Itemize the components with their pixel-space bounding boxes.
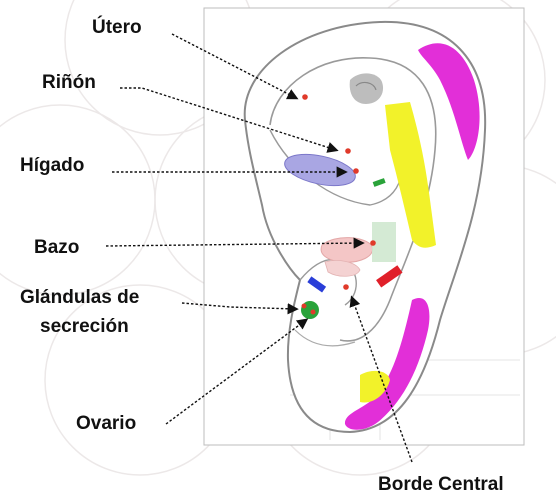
lobe-outline (294, 329, 356, 347)
acupoint-borde-central (343, 284, 349, 290)
green-dash-marker (372, 178, 386, 187)
acupoint-dots (301, 94, 376, 315)
label-higado: Hígado (20, 155, 85, 176)
pink-region-lower (324, 260, 361, 277)
antihelix-outline (269, 57, 437, 342)
acupoint-ovario (310, 309, 316, 315)
label-glandulas-line1: Glándulas de (20, 287, 140, 308)
acupoint-rinon (345, 148, 351, 154)
arrow-glandulas (181, 302, 299, 315)
acupoint-glandulas (301, 303, 307, 309)
leader-lines (105, 33, 413, 463)
gray-organ-icon (349, 73, 384, 104)
label-utero: Útero (92, 17, 142, 38)
green-zone (372, 222, 396, 262)
antihelix-band-lower (360, 370, 390, 403)
acupoint-utero (302, 94, 308, 100)
label-borde-central: Borde Central (378, 474, 504, 495)
arrow-bazo (105, 237, 365, 249)
label-ovario: Ovario (76, 413, 137, 434)
label-bazo: Bazo (34, 237, 80, 258)
arrow-borde-central (349, 295, 413, 463)
spleen-region (320, 237, 374, 263)
antihelix-band-upper (385, 102, 436, 248)
arrow-ovario (165, 318, 309, 425)
blue-marker (307, 276, 327, 293)
helix-band-lower (344, 298, 430, 430)
arrow-rinon (120, 87, 339, 153)
helix-band-upper (418, 43, 480, 160)
acupoint-bazo (370, 240, 376, 246)
red-marker (376, 265, 403, 288)
label-glandulas-line2: secreción (40, 316, 129, 337)
liver-region (284, 153, 356, 187)
acupoint-higado (353, 168, 359, 174)
arrow-utero (171, 33, 299, 100)
label-rinon: Riñón (42, 72, 96, 93)
